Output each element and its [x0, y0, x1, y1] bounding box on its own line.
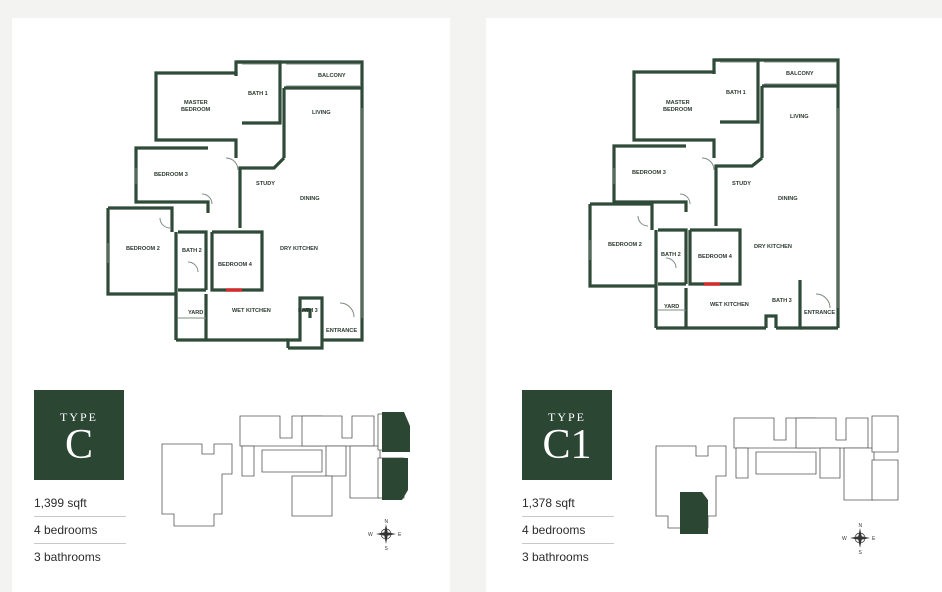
- room-label-bath-2: BATH 2: [661, 252, 681, 258]
- unit-type-badge: TYPE C1: [522, 390, 612, 480]
- key-plan: N S E W: [161, 412, 410, 552]
- room-label-wet-kitchen: WET KITCHEN: [710, 302, 749, 308]
- unit-specs: 1,399 sqft 4 bedrooms 3 bathrooms: [34, 492, 126, 572]
- unit-area: 1,399 sqft: [34, 492, 126, 517]
- compass-icon: N S E W: [842, 523, 876, 556]
- room-label-living: LIVING: [790, 114, 809, 120]
- room-label-dry-kitchen: DRY KITCHEN: [754, 244, 792, 250]
- floor-plan-drawing: BALCONY MASTER BEDROOM BATH 1 LIVING BED…: [588, 58, 840, 330]
- room-label-master-bedroom-2: BEDROOM: [181, 107, 211, 113]
- key-plan: N S E W: [655, 415, 899, 556]
- type-code: C1: [542, 422, 592, 468]
- key-plan-highlight-1: [680, 492, 708, 534]
- unit-bedrooms: 4 bedrooms: [522, 519, 614, 544]
- room-label-wet-kitchen: WET KITCHEN: [232, 308, 271, 314]
- key-plan-block-center: [819, 447, 875, 501]
- room-label-entrance: ENTRANCE: [804, 310, 835, 316]
- key-plan-block-north-2: [301, 415, 375, 447]
- type-label: TYPE: [548, 410, 586, 424]
- room-label-bedroom-4: BEDROOM 4: [218, 262, 253, 268]
- compass-west-label: W: [368, 532, 373, 538]
- room-label-bedroom-3: BEDROOM 3: [632, 170, 666, 176]
- compass-south-label: S: [859, 550, 863, 556]
- unit-panel-type-c: BALCONY MASTER BEDROOM BATH 1 LIVING BED…: [12, 18, 450, 592]
- room-label-balcony: BALCONY: [786, 71, 814, 77]
- room-label-bedroom-3: BEDROOM 3: [154, 172, 188, 178]
- room-label-study: STUDY: [256, 181, 275, 187]
- key-plan-block-west: [161, 443, 233, 527]
- key-plan-block-east-1: [871, 415, 899, 453]
- unit-specs: 1,378 sqft 4 bedrooms 3 bathrooms: [522, 492, 614, 572]
- key-plan-block-north-1: [239, 415, 323, 447]
- room-label-dining: DINING: [300, 196, 320, 202]
- unit-panel-type-c1: BALCONY MASTER BEDROOM BATH 1 LIVING BED…: [486, 18, 942, 592]
- room-label-dining: DINING: [778, 196, 798, 202]
- floor-plan-drawing: BALCONY MASTER BEDROOM BATH 1 LIVING BED…: [106, 60, 364, 350]
- compass-east-label: E: [872, 536, 876, 542]
- room-label-bedroom-4: BEDROOM 4: [698, 254, 733, 260]
- unit-bedrooms: 4 bedrooms: [34, 519, 126, 544]
- compass-east-label: E: [398, 532, 402, 538]
- key-plan-highlight-1: [382, 412, 410, 452]
- room-label-bath-1: BATH 1: [726, 90, 746, 96]
- room-label-bedroom-2: BEDROOM 2: [126, 246, 160, 252]
- compass-north-label: N: [385, 519, 389, 525]
- room-label-bath-1: BATH 1: [248, 91, 268, 97]
- type-code: C: [64, 422, 93, 468]
- key-plan-block-east-2: [871, 459, 899, 501]
- unit-bathrooms: 3 bathrooms: [522, 550, 589, 564]
- room-label-dry-kitchen: DRY KITCHEN: [280, 246, 318, 252]
- room-label-living: LIVING: [312, 110, 331, 116]
- room-label-bath-2: BATH 2: [182, 248, 202, 254]
- unit-type-badge: TYPE C: [34, 390, 124, 480]
- compass-west-label: W: [842, 536, 847, 542]
- key-plan-block-north-2: [795, 417, 869, 449]
- key-plan-block-north-1: [733, 417, 817, 449]
- key-plan-highlight-2: [382, 458, 408, 500]
- room-label-yard: YARD: [664, 304, 679, 310]
- room-label-study: STUDY: [732, 181, 751, 187]
- key-plan-core: [241, 445, 323, 477]
- room-label-entrance: ENTRANCE: [326, 328, 357, 334]
- room-label-bedroom-2: BEDROOM 2: [608, 242, 642, 248]
- room-label-yard: YARD: [188, 310, 203, 316]
- room-label-master-bedroom: MASTER: [666, 100, 690, 106]
- floor-plan-type-c1: BALCONY MASTER BEDROOM BATH 1 LIVING BED…: [486, 18, 942, 358]
- room-label-bath-3: BATH 3: [298, 308, 318, 314]
- floor-plan-type-c: BALCONY MASTER BEDROOM BATH 1 LIVING BED…: [12, 18, 450, 358]
- compass-south-label: S: [385, 546, 389, 552]
- unit-area: 1,378 sqft: [522, 492, 614, 517]
- key-plan-block-south: [291, 475, 333, 517]
- room-label-master-bedroom: MASTER: [184, 100, 208, 106]
- key-plan-block-center: [325, 445, 381, 499]
- type-label: TYPE: [60, 410, 98, 424]
- key-plan-block-west: [655, 445, 727, 529]
- compass-icon: N S E W: [368, 519, 402, 552]
- room-label-balcony: BALCONY: [318, 73, 346, 79]
- compass-north-label: N: [859, 523, 863, 529]
- room-label-bath-3: BATH 3: [772, 298, 792, 304]
- room-label-master-bedroom-2: BEDROOM: [663, 107, 693, 113]
- unit-bathrooms: 3 bathrooms: [34, 550, 101, 564]
- key-plan-core: [735, 447, 817, 479]
